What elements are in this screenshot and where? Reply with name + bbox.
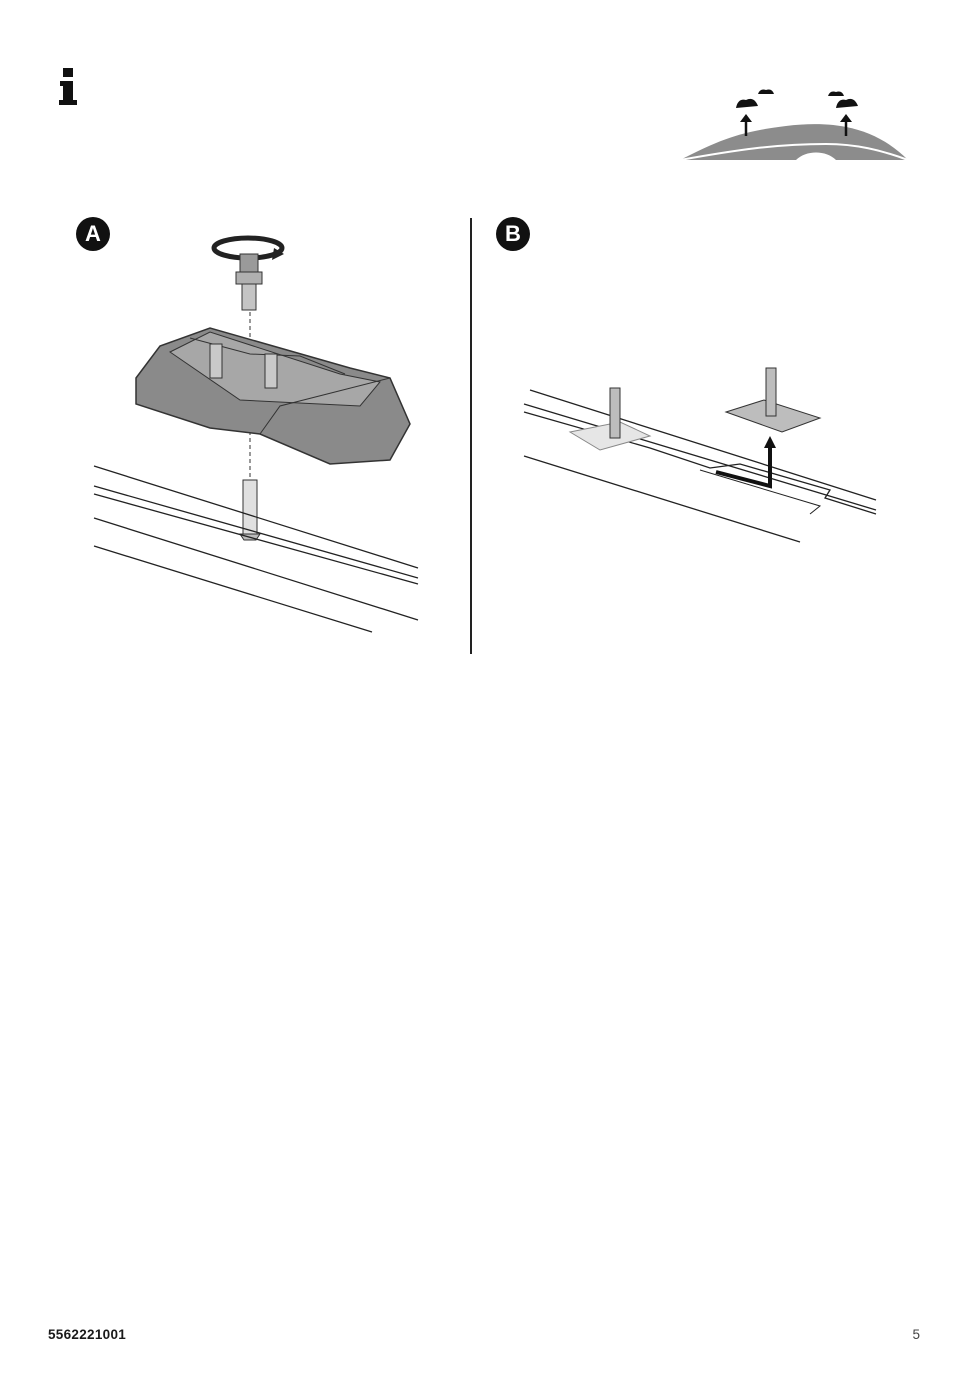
step-a-badge: A [76, 217, 110, 251]
step-b-illustration [520, 360, 880, 550]
panel-divider [470, 218, 472, 654]
page-number: 5 [912, 1327, 920, 1342]
step-b-badge: B [496, 217, 530, 251]
info-icon [58, 68, 78, 106]
document-number: 5562221001 [48, 1327, 127, 1342]
car-roof-illustration [676, 84, 912, 164]
step-a-illustration [90, 228, 430, 638]
